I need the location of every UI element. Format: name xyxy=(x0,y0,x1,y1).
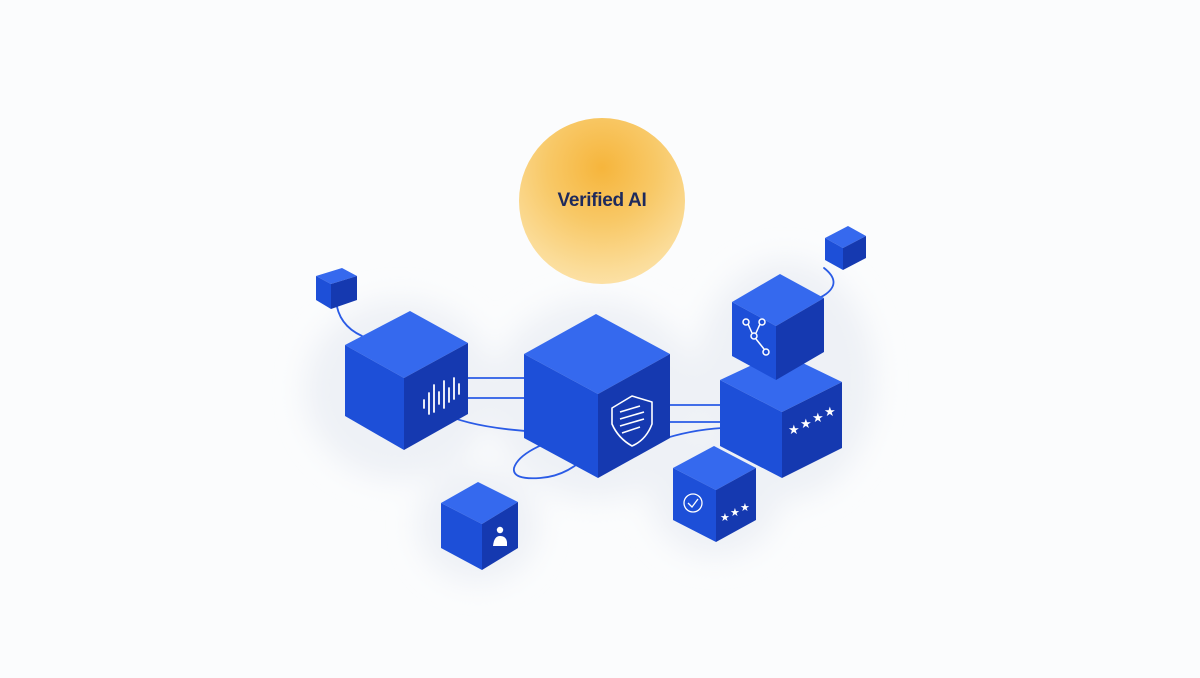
svg-text:★: ★ xyxy=(812,411,824,426)
verified-ai-badge: Verified AI xyxy=(519,118,685,284)
seal-icon xyxy=(683,493,703,513)
svg-text:★: ★ xyxy=(740,501,750,514)
svg-text:★: ★ xyxy=(720,511,730,524)
three-stars-icon: ★ ★ ★ xyxy=(720,501,750,524)
cube-bottom-left xyxy=(441,482,518,570)
network-nodes-icon xyxy=(742,318,770,356)
cube-center xyxy=(524,314,670,478)
cube-bottom-right: ★ ★ ★ xyxy=(673,446,756,542)
svg-text:★: ★ xyxy=(800,417,812,432)
svg-text:★: ★ xyxy=(730,506,740,519)
cube-small-top-left xyxy=(316,268,357,309)
cube-small-top-right xyxy=(825,226,866,270)
badge-label: Verified AI xyxy=(557,190,647,211)
shield-document-icon xyxy=(611,395,653,447)
four-stars-icon: ★ ★ ★ ★ xyxy=(788,405,836,438)
svg-text:★: ★ xyxy=(824,405,836,420)
waveform-icon xyxy=(423,377,460,415)
cube-right-upper xyxy=(732,274,824,380)
person-icon xyxy=(493,526,507,546)
cube-left xyxy=(345,311,468,450)
svg-text:★: ★ xyxy=(788,423,800,438)
cube-right-lower: ★ ★ ★ ★ xyxy=(720,352,842,478)
